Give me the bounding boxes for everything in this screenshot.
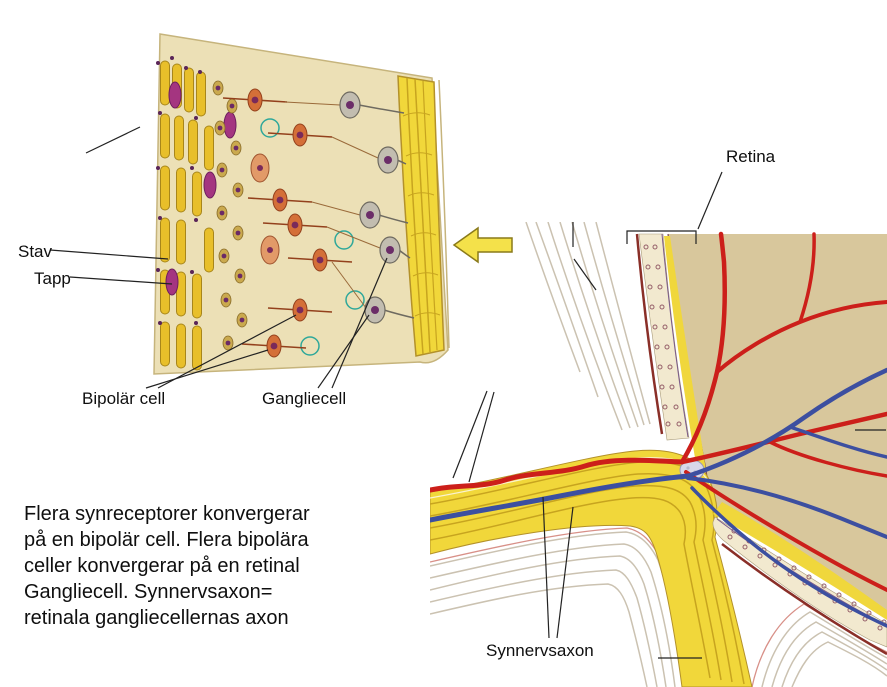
label-synnervsaxon: Synnervsaxon (486, 641, 594, 660)
label-bipolar-cell: Bipolär cell (82, 389, 166, 408)
label-tapp: Tapp (34, 269, 71, 288)
slide-title: Näthinnans celler (0, 0, 887, 7)
label-ganglion-cell: Gangliecell (262, 389, 347, 408)
sclera-striations (430, 222, 887, 687)
choroid-lines (635, 233, 887, 656)
fiber-layer-upper (664, 236, 706, 470)
yellow-left-arrow-icon (452, 226, 513, 264)
label-retina: Retina (726, 147, 776, 166)
nerve-fiber-band (397, 75, 450, 357)
retinal-cells-illustration (153, 33, 450, 375)
fiber-layer-lower (713, 502, 887, 620)
optic-nerve-head-illustration (430, 222, 887, 687)
description-text: Flera synreceptorer konvergerar på en bi… (24, 503, 310, 629)
retina-strip-upper (638, 233, 690, 441)
retinal-artery (430, 231, 887, 592)
label-stav: Stav (18, 242, 53, 261)
retinal-vein (430, 367, 887, 628)
